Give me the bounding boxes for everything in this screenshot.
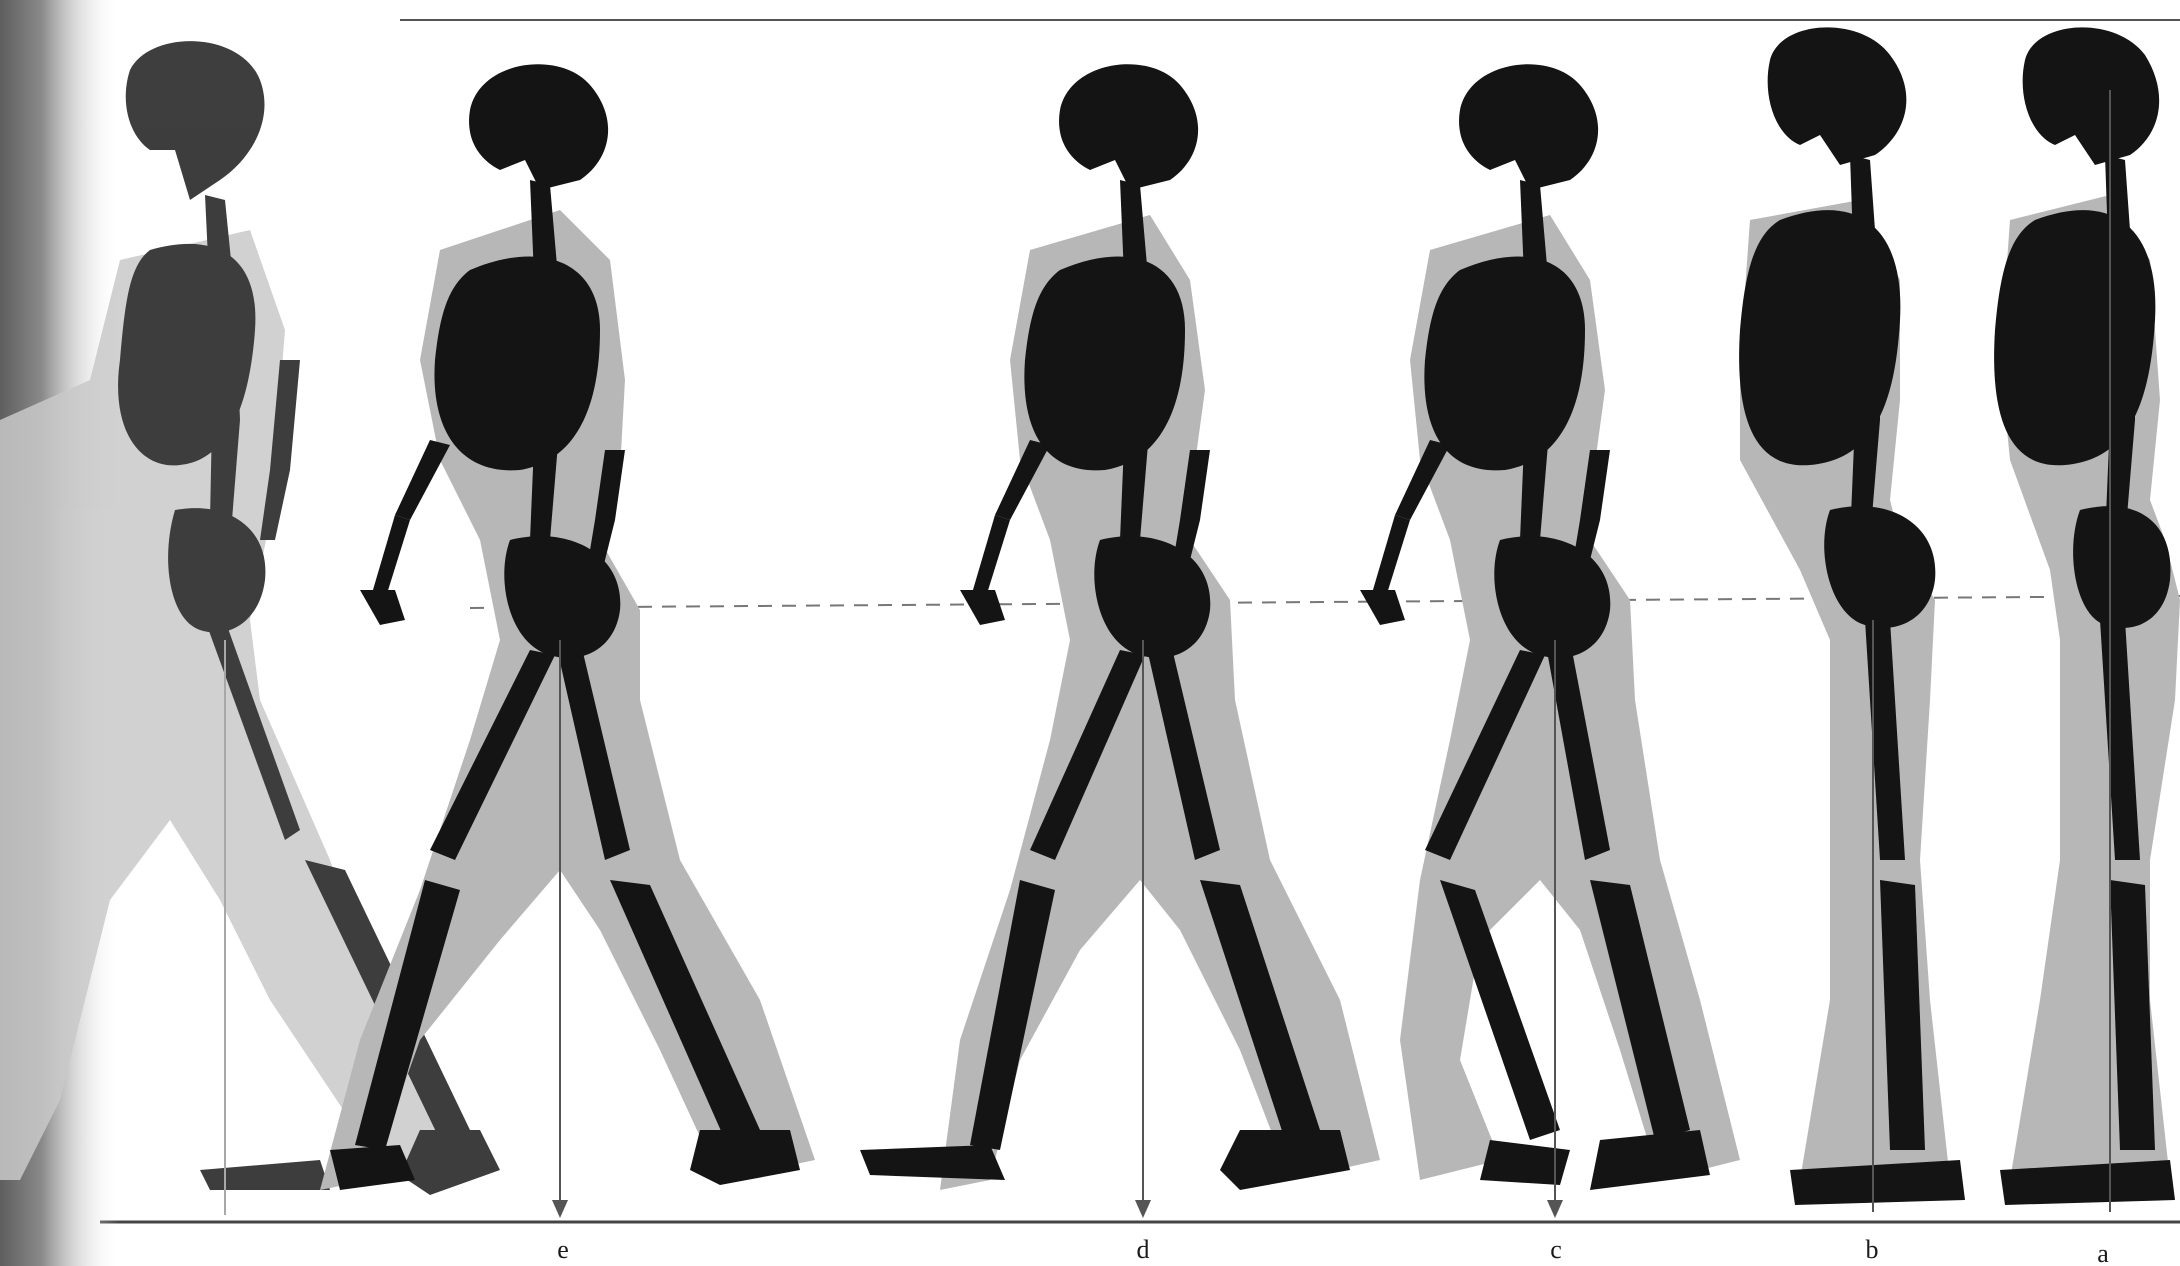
arm-upper <box>395 440 450 520</box>
rear-foot <box>200 1160 330 1190</box>
back-foot <box>330 1145 415 1190</box>
plumb-arrow <box>1547 1200 1563 1218</box>
stage-label-b: b <box>1866 1235 1879 1264</box>
hand <box>960 590 1005 625</box>
skull <box>1768 27 1907 165</box>
skeleton-figure-c <box>1360 64 1740 1218</box>
skull <box>126 41 265 200</box>
front-foot <box>1220 1130 1350 1190</box>
hand <box>1360 590 1405 625</box>
skull <box>1059 64 1198 190</box>
hand <box>360 590 405 625</box>
front-foot <box>690 1130 800 1185</box>
stage-label-c: c <box>1550 1235 1562 1264</box>
skull <box>469 64 608 190</box>
back-foot <box>1480 1140 1570 1185</box>
arm-lower <box>970 515 1010 600</box>
skeleton-figure-e <box>320 64 815 1218</box>
plumb-arrow <box>552 1200 568 1218</box>
plumb-arrow <box>1135 1200 1151 1218</box>
skeleton-figure-b <box>1739 27 1965 1212</box>
stage-label-a: a <box>2097 1239 2109 1266</box>
skeleton-figure-d <box>860 64 1380 1218</box>
front-foot <box>1590 1130 1710 1190</box>
skull <box>1459 64 1598 190</box>
skull <box>2023 27 2160 165</box>
arm-lower <box>1370 515 1410 600</box>
stage-label-d: d <box>1137 1235 1150 1264</box>
stage-label-e: e <box>557 1235 569 1264</box>
arm-lower <box>370 515 410 600</box>
skeleton-figure-a <box>1994 27 2180 1212</box>
back-foot <box>860 1145 1005 1180</box>
